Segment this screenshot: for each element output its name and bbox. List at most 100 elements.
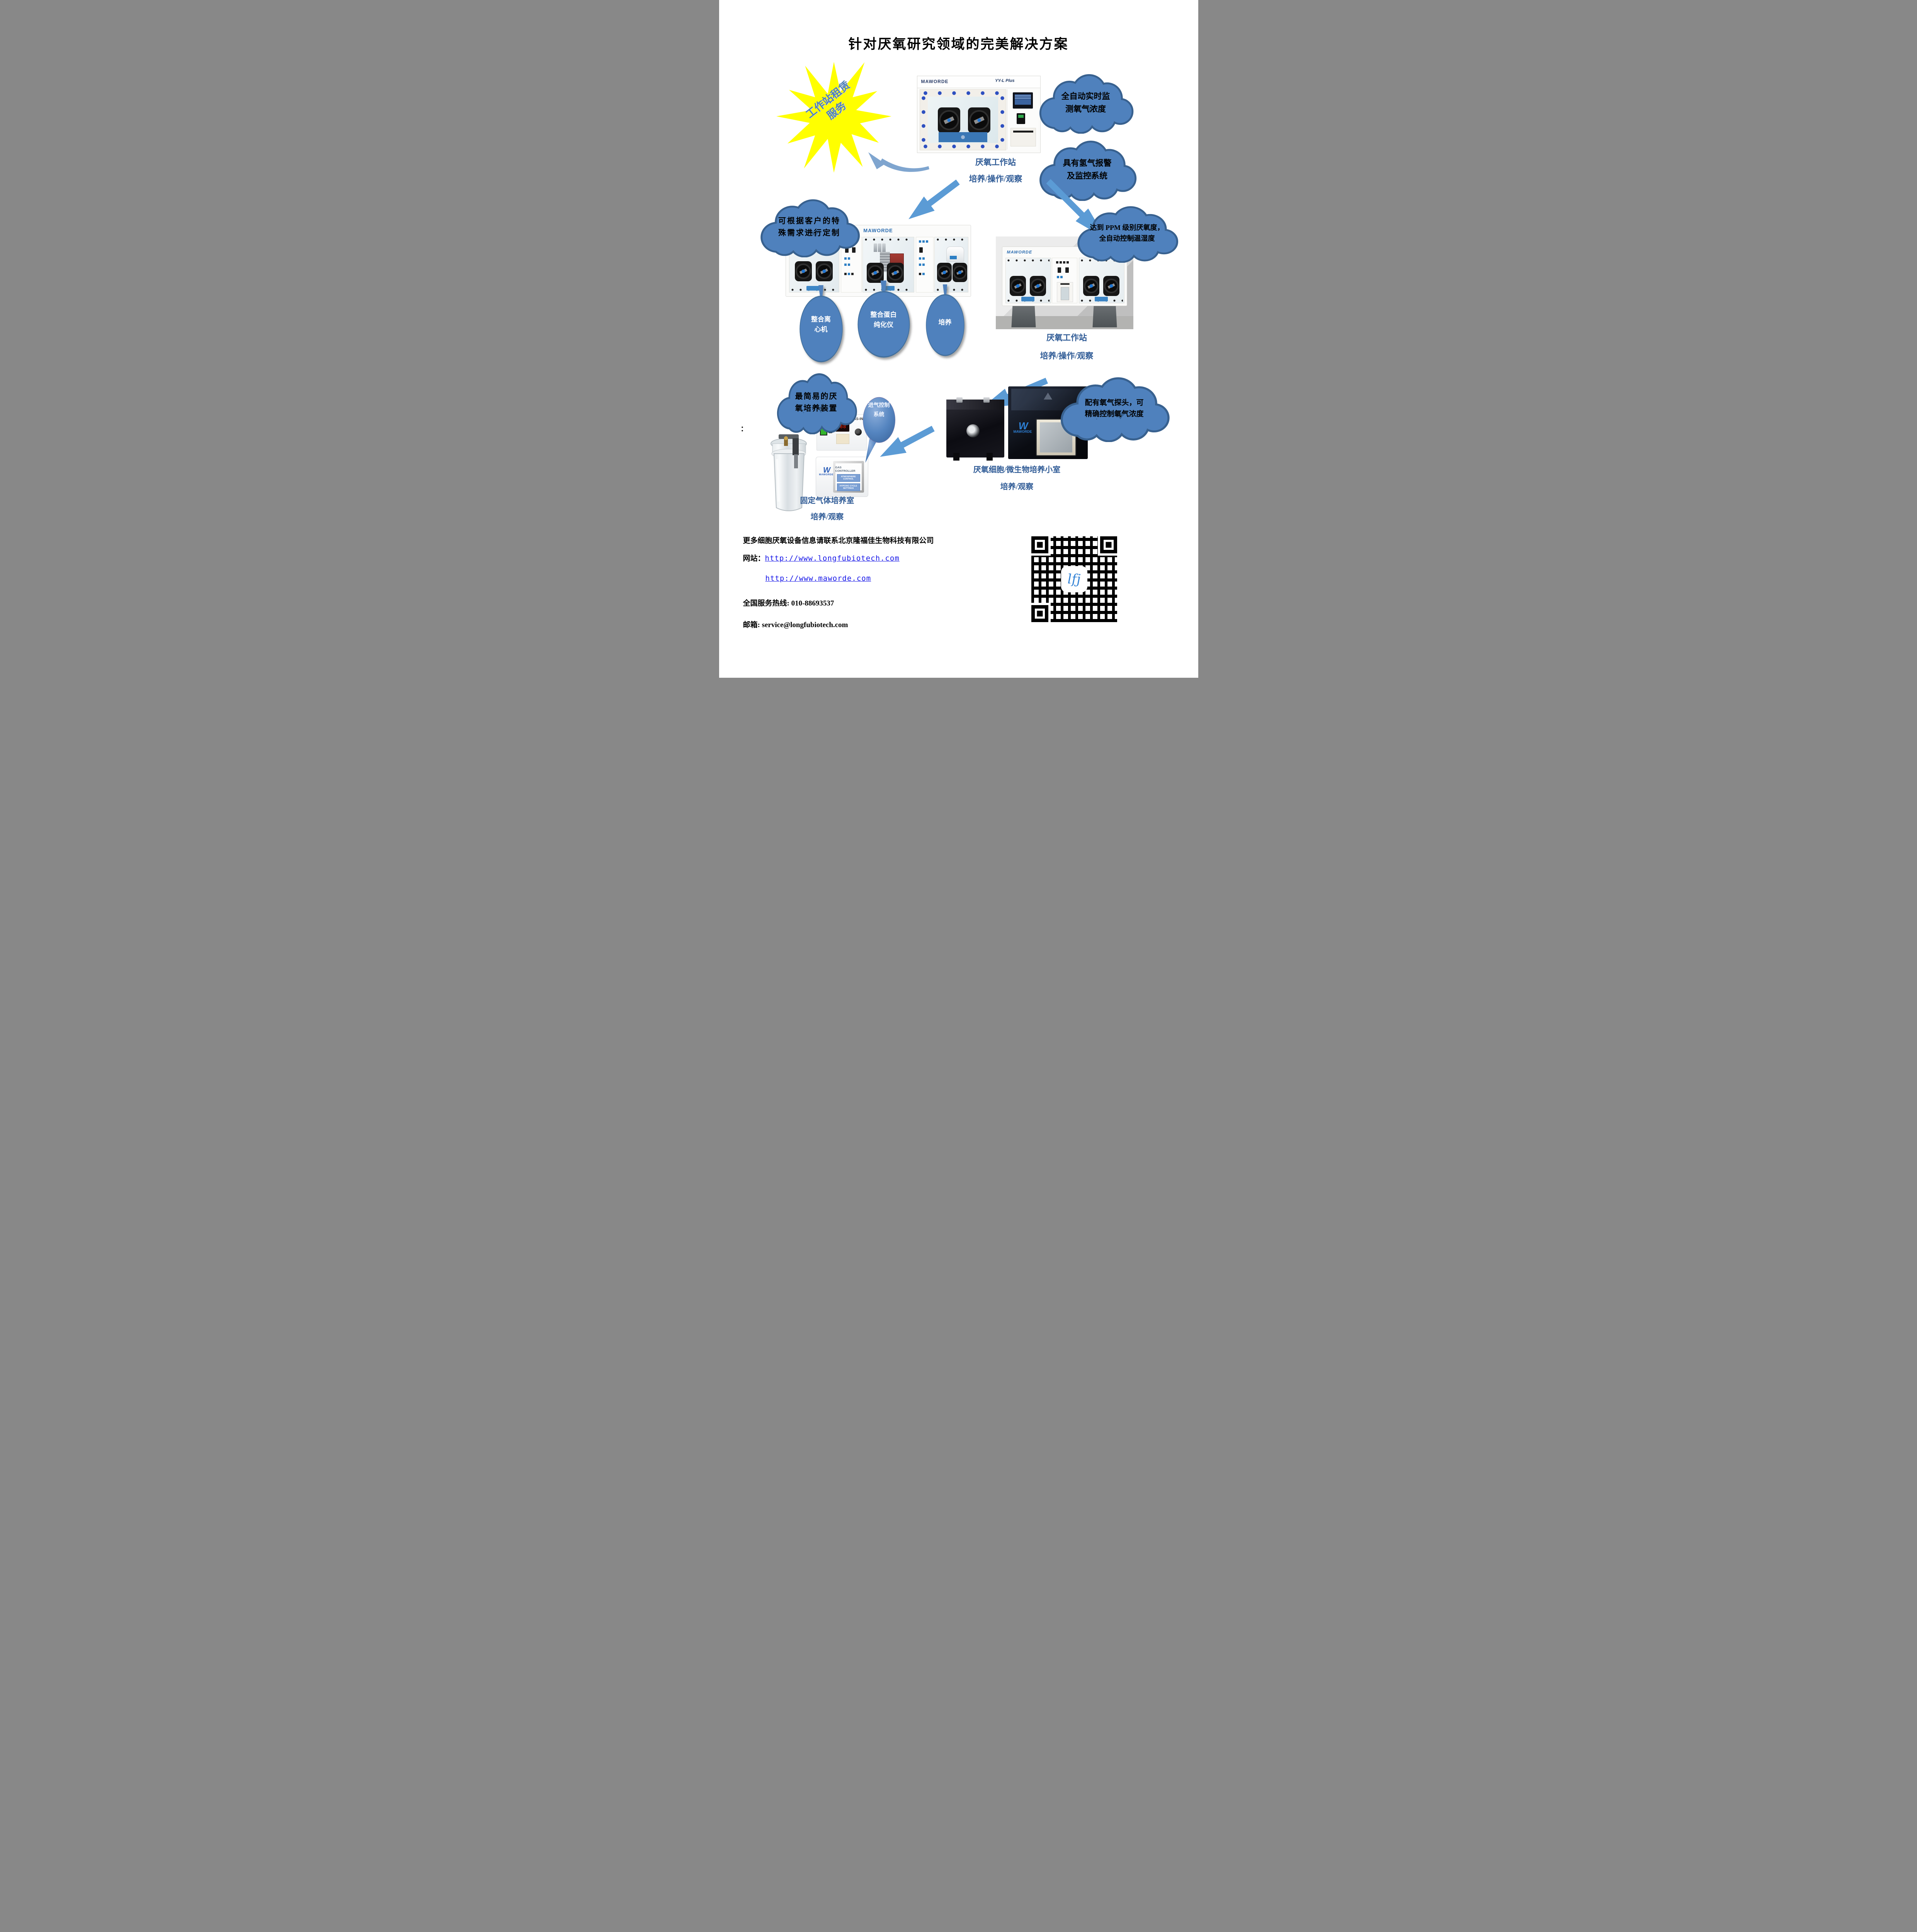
- label1-line2: 培养/操作/观察: [969, 174, 1022, 184]
- p3-transfer-hatch: [1056, 282, 1073, 302]
- controller-screen-title: GAS CONTROLLER: [835, 466, 856, 473]
- p3-window2: [1078, 258, 1124, 303]
- p4-round-port: [966, 424, 980, 437]
- p1-touchscreen: [1012, 92, 1033, 109]
- glove-port-icon: [1029, 276, 1046, 296]
- cloud2-line2: 及监控系统: [1067, 171, 1107, 180]
- p3-machine: MAWORDE: [1002, 247, 1127, 306]
- callout-cloud-simple-device: 最简易的厌 氧培养装置: [775, 371, 858, 434]
- label3-line2: 培养/观察: [1000, 483, 1034, 491]
- cloud2-line1: 具有氢气报警: [1063, 158, 1112, 168]
- glove-port-icon: [866, 263, 884, 283]
- oval1-line1: 整合离: [811, 316, 831, 323]
- cloud6-line1: 配有氧气探头，可: [1085, 398, 1144, 407]
- label3-line1: 厌氧细胞/微生物培养小室: [973, 466, 1061, 474]
- knob-col-icon: [1000, 96, 1005, 144]
- balloon-line1: 进气控制: [868, 403, 890, 408]
- p2-control-column: [915, 237, 934, 293]
- p2-pass-panel: [806, 286, 820, 291]
- qr-finder-icon: [1100, 536, 1117, 553]
- label4-line2: 培养/观察: [810, 513, 844, 521]
- product-anaerobic-workstation-2: MAWORDE: [995, 236, 1133, 329]
- product-anaerobic-workstation-yyl: MAWORDE YY-L Plus: [917, 76, 1041, 153]
- glove-port-icon: [968, 107, 990, 133]
- p4-control-unit: W MAWORDE GC-Y: [1008, 386, 1088, 459]
- bolt-row-icon: [864, 238, 912, 241]
- cloud5-line2: 氧培养装置: [795, 404, 838, 413]
- glove-port-icon: [937, 107, 960, 133]
- knob-row-icon: [923, 91, 1003, 95]
- p2-window3: [934, 237, 968, 293]
- maworde-logo: MAWORDE: [1007, 250, 1032, 255]
- centrifuge-icon: [946, 247, 964, 262]
- callout-cloud-h2-alarm: 具有氢气报警 及监控系统: [1037, 138, 1138, 201]
- bolt-row-icon: [936, 238, 966, 241]
- balloon-line2: 系统: [873, 412, 885, 418]
- cloud3-line2: 殊需求进行定制: [778, 229, 840, 237]
- glove-port-icon: [794, 261, 812, 281]
- p1-airlock-drawer: [1010, 128, 1036, 146]
- link-longfubiotech[interactable]: http://www.longfubiotech.com: [765, 554, 900, 563]
- gas-in-label: GAS-IN: [851, 417, 863, 421]
- bolt-row-icon: [1007, 259, 1050, 262]
- label2-line1: 厌氧工作站: [1046, 333, 1087, 342]
- bottles-icon: [873, 243, 886, 252]
- p3-pass-panel: [1094, 297, 1108, 301]
- curved-arrow-icon: [868, 152, 929, 172]
- maworde-logo: W MAWORDE: [1014, 420, 1032, 434]
- arrow-down-left-icon: [903, 175, 963, 226]
- switch-icon: [919, 247, 923, 253]
- knob-col-icon: [921, 96, 926, 144]
- warning-triangle-icon: [1043, 393, 1052, 400]
- label2-line2: 培养/操作/观察: [1040, 351, 1094, 361]
- maworde-butterfly-icon: W: [823, 466, 830, 474]
- p1-keypad: [1016, 113, 1025, 124]
- controller-screen: GAS CONTROLLER ATMOSPHERE CONTROL HYPOXI…: [835, 463, 862, 491]
- label-fixed-gas-chamber: 固定气体培养室 培养/观察: [784, 497, 871, 521]
- email-address: service@longfubiotech.com: [762, 621, 848, 629]
- bolt-row-icon: [936, 288, 966, 291]
- callout-oval-centrifuge: 整合离 心机: [796, 285, 847, 362]
- qr-finder-icon: [1031, 536, 1048, 553]
- callout-cloud-oxygen-probe: 配有氧气探头，可 精确控制氧气浓度: [1058, 375, 1171, 442]
- glove-port-icon: [815, 261, 833, 281]
- knob-row-icon: [923, 144, 1003, 149]
- page-title: 针对厌氧研究领域的完美解决方案: [848, 37, 1069, 52]
- link-maworde[interactable]: http://www.maworde.com: [765, 574, 871, 583]
- glove-port-icon: [952, 263, 967, 282]
- p4-foot: [953, 453, 959, 461]
- product-hypoxia-chamber: W MAWORDE GC-Y: [946, 386, 1088, 461]
- p1-chamber-frame: [919, 89, 1006, 150]
- hotline-number: 010-88693537: [791, 599, 834, 607]
- oval1-line2: 心机: [814, 325, 828, 333]
- anaerobic-jar: [770, 434, 807, 511]
- maworde-logo: MAWORDE: [863, 228, 893, 233]
- atmosphere-control-button: ATMOSPHERE CONTROL: [837, 474, 860, 482]
- p1-window: [927, 97, 998, 143]
- cloud4-line2: 全自动控制温湿度: [1099, 235, 1155, 242]
- p4-chamber-box: [946, 397, 1004, 461]
- clamp-icon: [983, 397, 990, 403]
- p3-stand: [1007, 305, 1121, 327]
- callout-cloud-ppm: 达到 PPM 级别厌氧度， 全自动控制温湿度: [1075, 204, 1180, 263]
- p1-header: MAWORDE YY-L Plus: [917, 76, 1040, 88]
- glove-port-icon: [886, 263, 904, 283]
- footer-website-line-2: http://www.maworde.com: [765, 574, 871, 583]
- switch-icon: [1065, 267, 1069, 273]
- hypoxic-cycle-button: HYPOXIC CYCLE SETTINGS: [837, 483, 860, 491]
- switch-icon: [852, 247, 856, 253]
- label4-line1: 固定气体培养室: [800, 497, 854, 505]
- p4-foot: [986, 453, 993, 461]
- glove-port-icon: [1009, 276, 1026, 296]
- qr-code: lfj: [1027, 532, 1121, 626]
- label-hypoxia-chamber: 厌氧细胞/微生物培养小室 培养/观察: [961, 466, 1073, 491]
- maworde-butterfly-icon: W: [1018, 420, 1028, 432]
- footer-email: 邮箱: service@longfubiotech.com: [743, 619, 848, 629]
- oval3-line1: 培养: [938, 318, 952, 326]
- callout-balloon-gas-inlet: 进气控制 系统: [859, 396, 899, 464]
- callout-oval-culture: 培养: [922, 284, 968, 356]
- switch-icon: [845, 247, 849, 253]
- cloud3-line1: 可根据客户的特: [778, 217, 840, 225]
- label1-line1: 厌氧工作站: [975, 158, 1016, 167]
- cloud6-line2: 精确控制氧气浓度: [1085, 410, 1144, 418]
